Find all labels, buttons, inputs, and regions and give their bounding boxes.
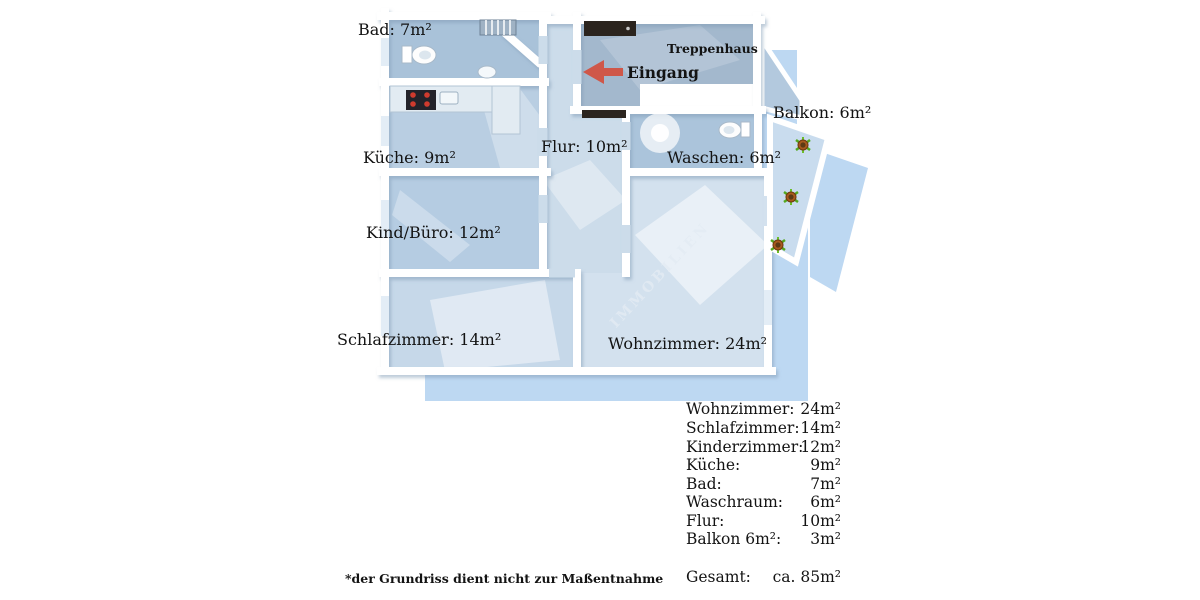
room-label-waschen: Waschen: 6m²	[667, 148, 781, 167]
room-schlafzimmer-floor	[385, 273, 577, 371]
room-label-kind-buero: Kind/Büro: 12m²	[366, 223, 501, 242]
legend-row-value: 3m²	[810, 530, 841, 548]
entrance-label: Eingang	[627, 63, 699, 82]
toilet-icon	[718, 121, 751, 139]
windows	[381, 38, 772, 336]
toilet-icon	[401, 45, 437, 65]
entrance-arrow-icon	[583, 60, 623, 84]
building-shadow-balcony	[810, 148, 868, 292]
room-kind-buero-floor	[385, 172, 543, 273]
room-label-schlafzimmer: Schlafzimmer: 14m²	[337, 330, 501, 349]
legend-row-label: Küche:	[686, 456, 740, 474]
room-label-flur: Flur: 10m²	[541, 137, 628, 156]
staircase-landing	[640, 84, 757, 110]
legend-row: Bad: 7m²	[686, 475, 841, 493]
kitchen-fixtures	[389, 85, 521, 135]
staircase-doors	[582, 21, 636, 118]
legend-row-label: Schlafzimmer:	[686, 419, 800, 437]
room-label-kueche: Küche: 9m²	[363, 148, 456, 167]
legend-row-label: Flur:	[686, 512, 724, 530]
room-labels: Bad: 7m² Treppenhaus Eingang Balkon: 6m²…	[337, 20, 871, 353]
legend-row-value: 24m²	[800, 400, 841, 418]
legend-row-value: 9m²	[810, 456, 841, 474]
legend-total-row: Gesamt: ca. 85m²	[686, 568, 841, 586]
legend-row: Flur: 10m²	[686, 512, 841, 530]
legend-row-label: Waschraum:	[686, 493, 783, 511]
light-streaks	[392, 25, 768, 371]
room-label-wohnzimmer: Wohnzimmer: 24m²	[608, 334, 767, 353]
legend-row: Schlafzimmer: 14m²	[686, 419, 841, 437]
legend-row: Waschraum: 6m²	[686, 493, 841, 511]
flat-door-icon	[582, 110, 626, 118]
legend: Wohnzimmer: 24m² Schlafzimmer: 14m² Kind…	[686, 400, 841, 586]
sink-icon	[477, 65, 497, 79]
exterior-diagonal-wall	[759, 31, 805, 122]
legend-row: Balkon 6m²: 3m²	[686, 530, 841, 548]
stove-icon	[406, 90, 436, 110]
balcony	[767, 113, 832, 267]
legend-row: Küche: 9m²	[686, 456, 841, 474]
kitchen-sink-icon	[439, 91, 459, 105]
room-flur-floor	[543, 16, 626, 273]
legend-row-value: 14m²	[800, 419, 841, 437]
kitchen-counter-side	[491, 85, 521, 135]
legend-total-value: ca. 85m²	[773, 568, 841, 586]
building-door-icon	[584, 21, 636, 36]
legend-row-label: Kinderzimmer:	[686, 438, 803, 456]
room-label-bad: Bad: 7m²	[358, 20, 432, 39]
legend-row-value: 12m²	[800, 438, 841, 456]
legend-row: Kinderzimmer: 12m²	[686, 438, 841, 456]
legend-row-label: Bad:	[686, 475, 722, 493]
legend-row-label: Balkon 6m²:	[686, 530, 781, 548]
balcony-floor	[767, 113, 832, 267]
door-openings	[538, 36, 631, 278]
room-label-balkon: Balkon: 6m²	[773, 103, 871, 122]
legend-row-value: 7m²	[810, 475, 841, 493]
legend-row-value: 6m²	[810, 493, 841, 511]
footnote: *der Grundriss dient nicht zur Maßentnah…	[345, 571, 663, 586]
room-label-treppenhaus: Treppenhaus	[667, 41, 758, 56]
legend-row-value: 10m²	[800, 512, 841, 530]
legend-row: Wohnzimmer: 24m²	[686, 400, 841, 418]
washroom-fixtures	[640, 113, 751, 153]
bathroom-fixtures	[401, 19, 517, 79]
legend-total-label: Gesamt:	[686, 568, 751, 586]
legend-row-label: Wohnzimmer:	[686, 400, 795, 418]
